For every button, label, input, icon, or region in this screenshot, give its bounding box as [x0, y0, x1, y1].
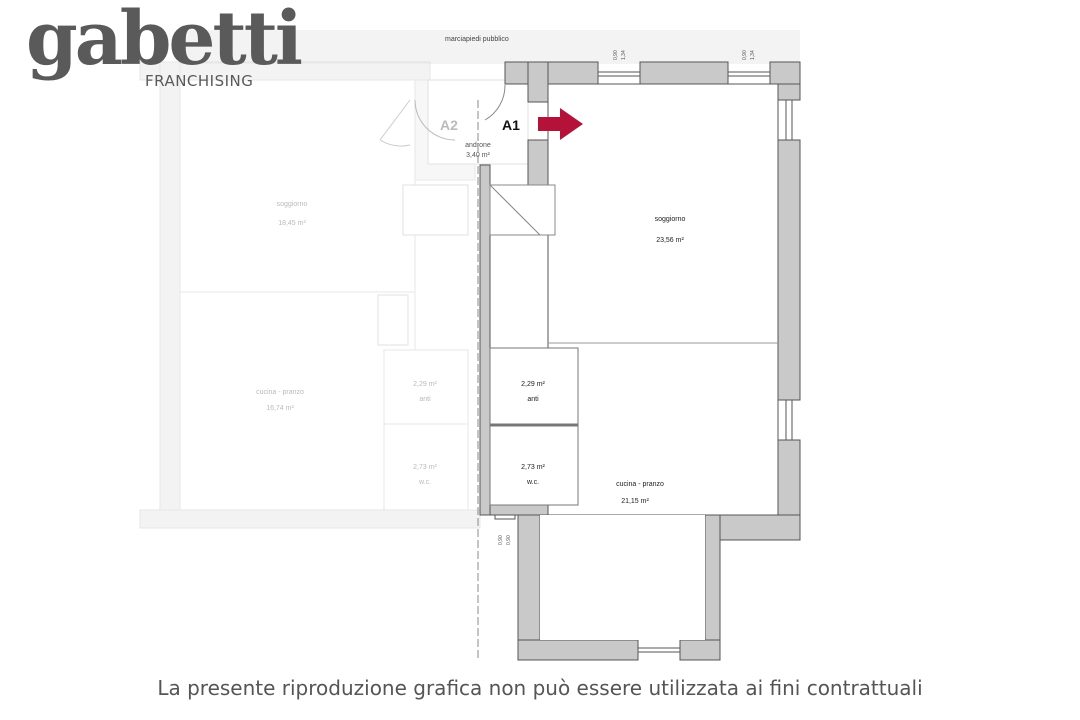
- a2-soggiorno-name: soggiorno: [277, 201, 308, 208]
- window-dimensions: 0,90 1,34 0,90 1,34 0,90 0,90: [498, 50, 756, 545]
- windows: [494, 71, 793, 653]
- a2-anti-area: 2,29 m²: [413, 381, 437, 388]
- unit-a1: [479, 61, 801, 661]
- a1-main-room: [547, 83, 779, 516]
- a1-cucina-name: cucina - pranzo: [616, 481, 664, 488]
- unit-a2: soggiorno 18,45 m² cucina - pranzo 16,74…: [139, 61, 529, 529]
- entry-arrow-icon: [538, 108, 583, 140]
- door-swing: [484, 84, 506, 121]
- gabetti-logo: gabetti FRANCHISING: [26, 0, 303, 110]
- unit-a1-label: A1: [502, 117, 520, 133]
- disclaimer: La presente riproduzione grafica non può…: [157, 676, 923, 700]
- a1-kitchen-bump: [540, 515, 705, 640]
- svg-text:0,90: 0,90: [742, 50, 748, 60]
- street-strip: [180, 30, 800, 64]
- stair-void: [489, 184, 556, 236]
- svg-text:0,90: 0,90: [498, 535, 504, 545]
- a1-anti-area: 2,29 m²: [521, 381, 545, 388]
- a2-cucina-area: 16,74 m²: [266, 405, 294, 412]
- a2-cucina-name: cucina - pranzo: [256, 389, 304, 396]
- logo-word: gabetti: [26, 0, 303, 82]
- a2-anti-name: anti: [419, 396, 431, 403]
- a2-wc-name: w.c.: [418, 479, 431, 486]
- street-label: marciapiedi pubblico: [445, 36, 509, 43]
- a1-soggiorno-area: 23,56 m²: [656, 237, 684, 244]
- a1-cucina-area: 21,15 m²: [621, 498, 649, 505]
- svg-text:1,34: 1,34: [621, 50, 627, 60]
- door-swing: [379, 99, 411, 147]
- a1-wc-area: 2,73 m²: [521, 464, 545, 471]
- a1-anti-name: anti: [527, 396, 539, 403]
- svg-text:0,90: 0,90: [613, 50, 619, 60]
- a2-soggiorno-area: 18,45 m²: [278, 220, 306, 227]
- logo-subtitle: FRANCHISING: [145, 72, 254, 90]
- unit-a2-label: A2: [440, 117, 458, 133]
- a2-wc-area: 2,73 m²: [413, 464, 437, 471]
- door-swing: [414, 99, 456, 141]
- svg-text:0,90: 0,90: [506, 535, 512, 545]
- a1-wc-name: w.c.: [526, 479, 539, 486]
- svg-text:1,34: 1,34: [750, 50, 756, 60]
- a1-soggiorno-name: soggiorno: [655, 216, 686, 223]
